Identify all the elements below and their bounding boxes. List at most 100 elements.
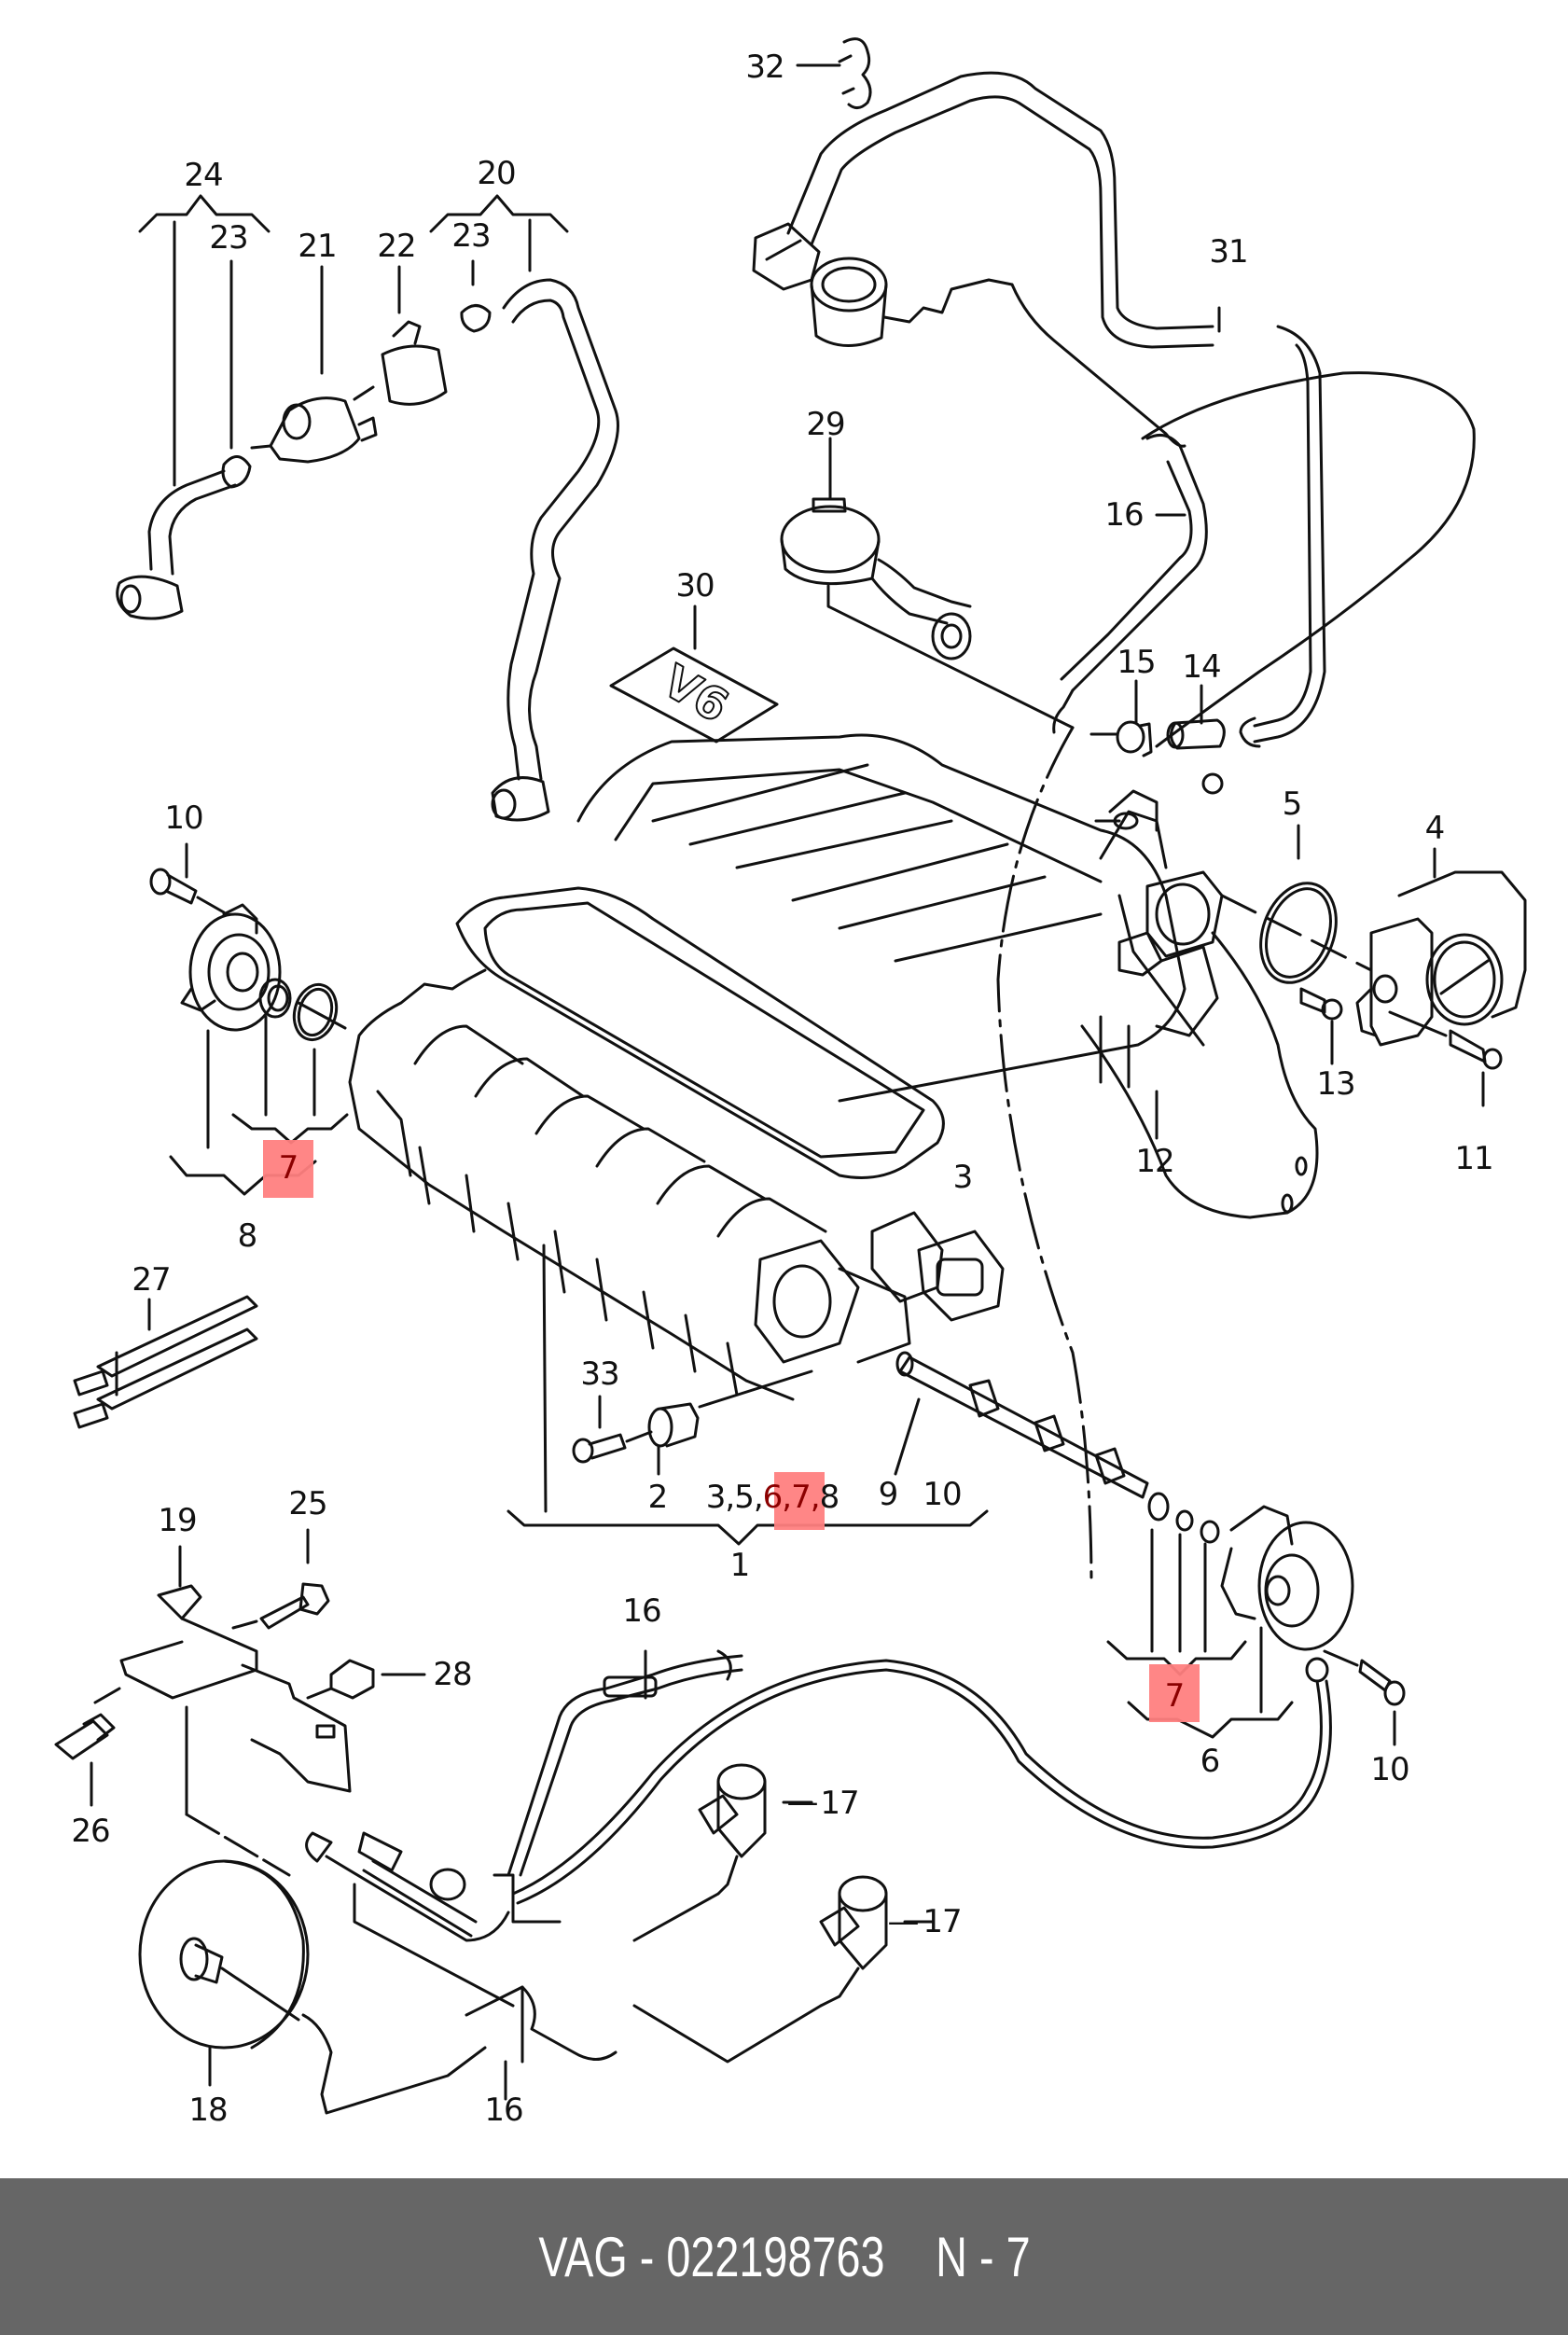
brace-6 <box>1127 1701 1294 1739</box>
bracket-19 <box>119 1584 352 1877</box>
callout-19: 19 <box>158 1502 197 1539</box>
callout-10: 10 <box>1370 1751 1409 1788</box>
callout-33: 33 <box>580 1355 619 1393</box>
callout-5: 5 <box>1282 785 1303 823</box>
hose-16-bottom <box>301 1985 617 2115</box>
brace-7a <box>231 1113 349 1145</box>
brace-20 <box>429 194 569 272</box>
highlight-7-list <box>774 1472 825 1530</box>
bolt-33 <box>572 1430 653 1464</box>
bolt-10a <box>149 868 226 914</box>
callout-20: 20 <box>477 155 516 192</box>
hose-24 <box>116 469 237 620</box>
callout-7-left: 7 <box>278 1149 299 1187</box>
diagram-line-art: V6 <box>54 37 1527 2115</box>
flange-8 <box>180 903 347 1042</box>
callout-10: 10 <box>164 799 203 837</box>
hose-16-top <box>1052 371 1476 748</box>
part-28 <box>306 1659 426 1700</box>
bolt-25 <box>231 1582 330 1630</box>
callout-16: 16 <box>622 1592 661 1630</box>
callout-18: 18 <box>188 2092 228 2129</box>
group-list-suffix: 8 <box>819 1479 840 1516</box>
callout-28: 28 <box>433 1656 472 1693</box>
callout-22: 22 <box>377 228 416 265</box>
valve-21 <box>250 396 378 464</box>
callout-1: 1 <box>729 1547 751 1584</box>
hose-cluster <box>305 1831 562 2008</box>
bolt-11 <box>1388 1010 1503 1107</box>
footer-bar: VAG - 022198763 N - 7 <box>0 2178 1568 2335</box>
callout-25: 25 <box>288 1485 327 1522</box>
callout-12: 12 <box>1135 1143 1174 1180</box>
footer-text: VAG - 022198763 N - 7 <box>538 2225 1030 2289</box>
bolt-13 <box>1299 987 1343 1065</box>
leader-17a: — <box>786 1784 819 1821</box>
sensor-top <box>810 257 1186 448</box>
footer-position-label: N <box>935 2225 967 2288</box>
clip-32 <box>796 37 872 109</box>
callout-26: 26 <box>71 1813 110 1850</box>
footer-separator: - <box>639 2225 654 2288</box>
highlight-7-left <box>263 1140 313 1198</box>
callout-14: 14 <box>1182 648 1221 686</box>
callout-4: 4 <box>1424 810 1446 847</box>
callout-2: 2 <box>647 1479 669 1516</box>
sensor-29 <box>780 451 1075 730</box>
callout-16: 16 <box>1104 496 1144 534</box>
callout-8: 8 <box>237 1217 258 1255</box>
group-list-highlighted: 6,7, <box>762 1479 821 1516</box>
hose-14 <box>1166 718 1226 750</box>
callout-7-right: 7 <box>1164 1677 1186 1715</box>
brace-1 <box>506 1509 989 1546</box>
callout-13: 13 <box>1316 1065 1355 1103</box>
callout-31: 31 <box>1209 233 1248 271</box>
badge-v6-text: V6 <box>654 655 737 733</box>
callout-24: 24 <box>184 157 223 194</box>
footer-brand: VAG <box>537 2225 628 2288</box>
callout-27: 27 <box>132 1261 171 1299</box>
fitting-15 <box>1089 720 1153 757</box>
callout-6: 6 <box>1200 1743 1221 1780</box>
brace-24 <box>138 194 271 487</box>
highlight-7-right <box>1149 1664 1200 1722</box>
bolt-10c <box>1323 1649 1406 1746</box>
footer-position-value: 7 <box>1006 2225 1031 2288</box>
callout-32: 32 <box>745 49 784 86</box>
leader-17b: — <box>887 1903 920 1940</box>
cable-ties-27 <box>73 1295 258 1429</box>
callout-11: 11 <box>1454 1140 1493 1177</box>
badge-30 <box>609 646 779 744</box>
callout-16: 16 <box>484 2092 523 2129</box>
callout-23: 23 <box>451 217 491 255</box>
tube-end <box>1201 772 1224 795</box>
gasket-5 <box>1259 882 1338 984</box>
clamp-23b <box>460 304 492 333</box>
group-list-prefix: 3,5, <box>705 1479 764 1516</box>
callout-21: 21 <box>298 228 337 265</box>
callout-30: 30 <box>675 567 715 605</box>
group-list: 3,5,6,7,8 <box>705 1479 840 1516</box>
callout-23: 23 <box>209 219 248 257</box>
fitting-26 <box>54 1687 121 1807</box>
callout-17: 17 <box>820 1785 859 1822</box>
plug-2 <box>647 1369 813 1476</box>
flange-6 <box>1220 1505 1354 1714</box>
cable-end <box>511 1657 1332 1905</box>
hose-16-mid <box>506 1649 743 1877</box>
intake-manifold <box>348 726 1319 1588</box>
callout-10: 10 <box>923 1476 962 1513</box>
reservoir-18 <box>138 1859 310 2087</box>
camshaft-9 <box>894 1351 1149 1499</box>
callout-9: 9 <box>878 1476 899 1513</box>
harness-31 <box>752 71 1326 748</box>
callout-15: 15 <box>1117 644 1156 681</box>
footer-separator-2: - <box>978 2225 994 2288</box>
leader-1-left <box>542 1244 548 1513</box>
parts-diagram: V6 <box>54 37 1527 2129</box>
footer-part-number: 022198763 <box>665 2225 885 2288</box>
callout-17: 17 <box>923 1903 962 1940</box>
clamp-23a <box>221 455 252 489</box>
throttle-body-4 <box>1355 870 1527 1047</box>
valve-17a <box>632 1763 813 1942</box>
